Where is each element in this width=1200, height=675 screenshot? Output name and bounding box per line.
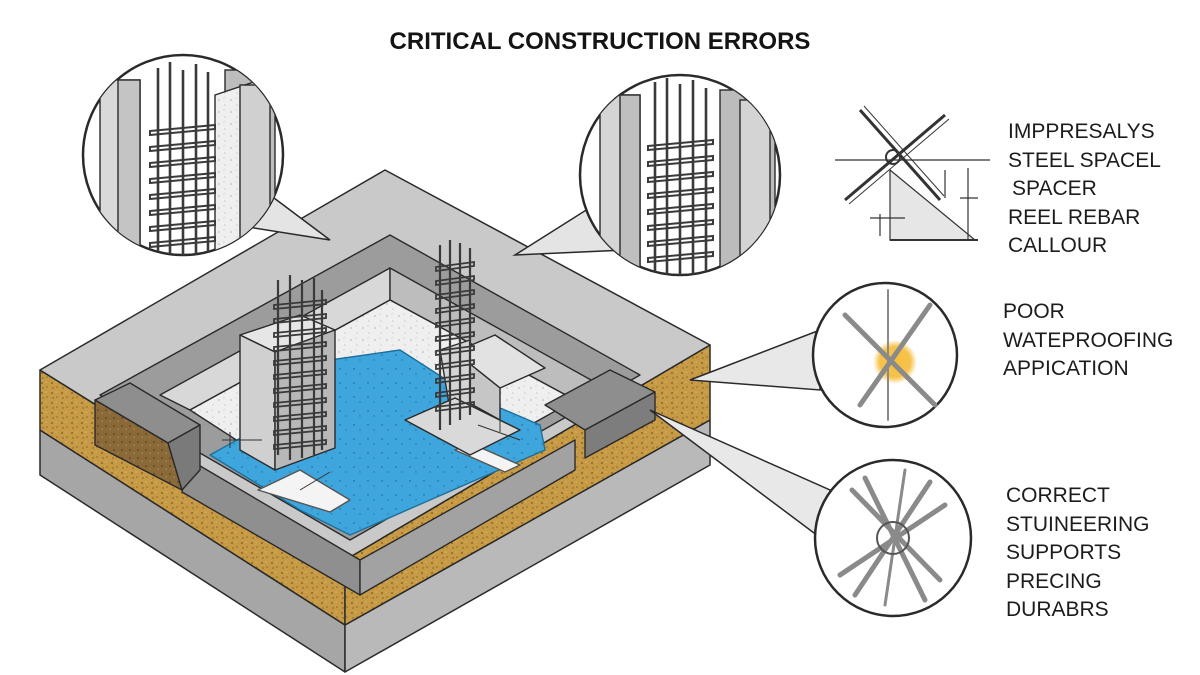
rebar-tie: [647, 250, 714, 264]
rebar-tie: [435, 386, 475, 399]
callout-line: DURABRS: [1006, 598, 1109, 621]
detail-circle-waterproofing: [811, 281, 959, 429]
rebar-tie: [273, 341, 327, 352]
callout-label-supports: CORRECT STUINEERING SUPPORTS PRECING DUR…: [1006, 482, 1150, 625]
callout-line: SUPPORTS: [1006, 541, 1122, 564]
rebar-tie: [273, 397, 327, 408]
callout-line: STEEL SPACEL: [1008, 148, 1161, 172]
detail-circle-column-left: [81, 53, 285, 257]
rebar-tie: [273, 327, 327, 338]
rebar-tie: [647, 218, 714, 232]
rebar-tie: [273, 313, 327, 324]
left-ledge: [94, 382, 201, 491]
main-rebar-cages: [276, 240, 472, 460]
rebar-tie: [435, 330, 475, 343]
rebar-tie: [273, 369, 327, 380]
rebar-tie: [149, 171, 216, 185]
rebar-tie: [435, 302, 475, 315]
rebar-tie: [647, 234, 714, 248]
rebar-tie: [149, 235, 216, 249]
left-rebar-ties: [273, 299, 327, 450]
right-ledge: [544, 369, 656, 459]
callout-line: REEL REBAR: [1008, 205, 1141, 229]
rebar-tie: [435, 316, 475, 329]
rebar-tie: [435, 274, 475, 287]
rebar-tie: [647, 170, 714, 184]
rebar-tie: [647, 138, 714, 152]
callout-line: PRECING: [1006, 569, 1102, 593]
detail-spacer-sketch: [835, 105, 990, 241]
callout-label-waterproofing: POOR WATEPROOFING APPICATION: [1003, 298, 1173, 384]
rebar-tie: [647, 154, 714, 168]
callout-label-spacer: IMPPRESALYS STEEL SPACEL SPACER REEL REB…: [1008, 118, 1161, 261]
dimension-marks: [222, 418, 521, 491]
rebar-tie: [273, 411, 327, 422]
rebar-tie: [435, 288, 475, 301]
rebar-tie: [273, 439, 327, 450]
rebar-tie: [435, 372, 475, 385]
rebar-tie: [273, 299, 327, 310]
rebar-tie: [149, 203, 216, 217]
rebar-tie: [149, 139, 216, 153]
rebar-tie: [273, 383, 327, 394]
rebar-tie: [149, 187, 216, 201]
callout-line: SPACER: [1012, 177, 1097, 200]
rebar-tie: [647, 202, 714, 216]
rebar-tie: [647, 186, 714, 200]
callout-line: POOR: [1003, 300, 1065, 323]
rebar-tie: [273, 355, 327, 366]
callout-line: CALLOUR: [1008, 234, 1108, 257]
rebar-tie: [149, 219, 216, 233]
rebar-tie: [435, 260, 475, 273]
callout-line: IMPPRESALYS: [1008, 120, 1155, 143]
rebar-tie: [435, 344, 475, 357]
detail-circle-supports: [813, 458, 973, 618]
callout-line: WATEPROOFING: [1003, 328, 1174, 352]
rebar-tie: [149, 155, 216, 169]
rebar-tie: [273, 425, 327, 436]
rebar-tie: [435, 358, 475, 371]
callout-line: STUINEERING: [1006, 512, 1150, 536]
detail-circle-column-right: [578, 73, 782, 277]
rebar-tie: [149, 123, 216, 137]
rebar-tie: [435, 400, 475, 413]
callout-line: CORRECT: [1006, 484, 1110, 507]
page-title: CRITICAL CONSTRUCTION ERRORS: [389, 28, 811, 55]
right-rebar-ties: [435, 260, 475, 413]
callout-line: APPICATION: [1003, 357, 1129, 380]
